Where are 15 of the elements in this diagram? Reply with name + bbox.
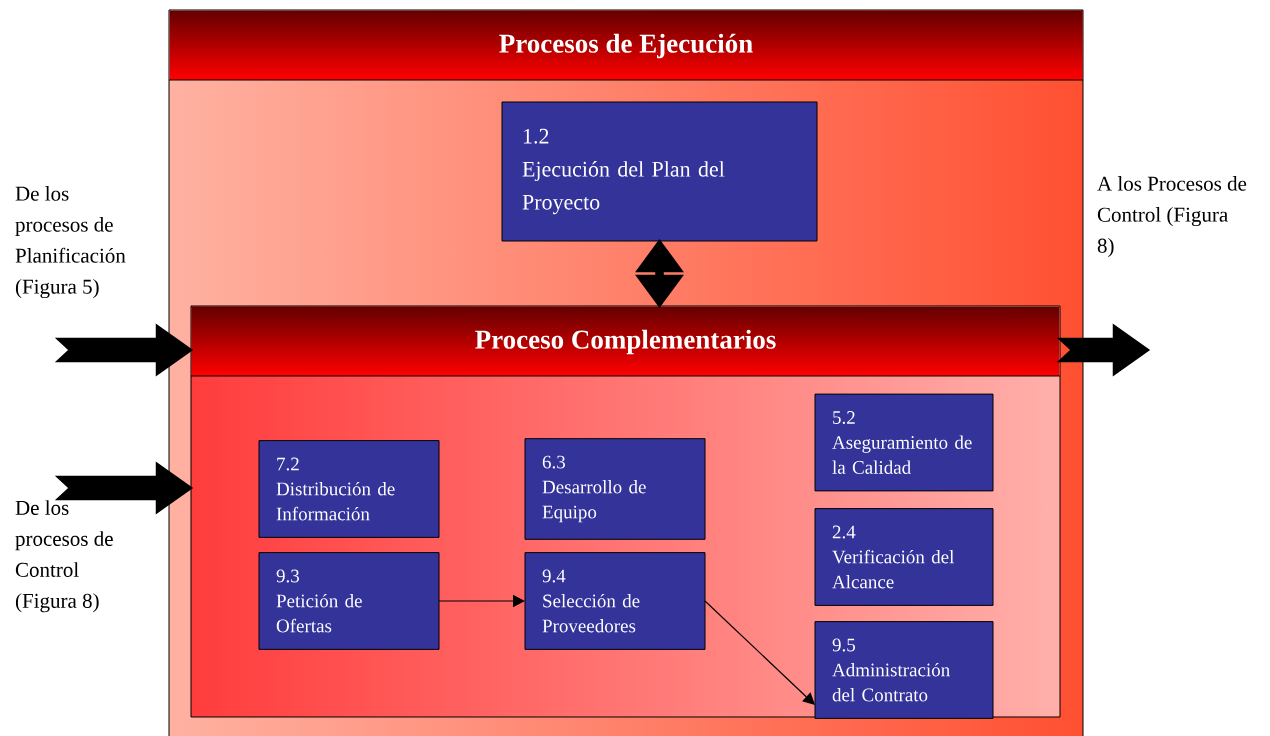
block-arrow: [1056, 323, 1151, 377]
process-box: 2.4 Verificación del Alcance: [814, 508, 994, 606]
process-box: 9.3 Petición de Ofertas: [258, 552, 440, 650]
side-note: A los Procesos de Control (Figura 8): [1097, 176, 1247, 258]
process-box: 6.3 Desarrollo de Equipo: [524, 438, 706, 540]
arrow: [704, 600, 815, 705]
process-box: 9.4 Selección de Proveedores: [524, 552, 706, 650]
process-box: 1.2 Ejecución del Plan del Proyecto: [501, 101, 818, 242]
side-note: De los procesos de Control (Figura 8): [15, 500, 113, 613]
process-box: 9.5 Administración del Contrato: [814, 621, 994, 719]
block-arrow: [54, 461, 194, 515]
process-box: 7.2 Distribución de Información: [258, 440, 440, 538]
side-note: De los procesos de Planificación (Figura 5): [15, 186, 126, 299]
process-box: 5.2 Aseguramiento de la Calidad: [814, 393, 994, 492]
block-arrow: [54, 323, 194, 377]
